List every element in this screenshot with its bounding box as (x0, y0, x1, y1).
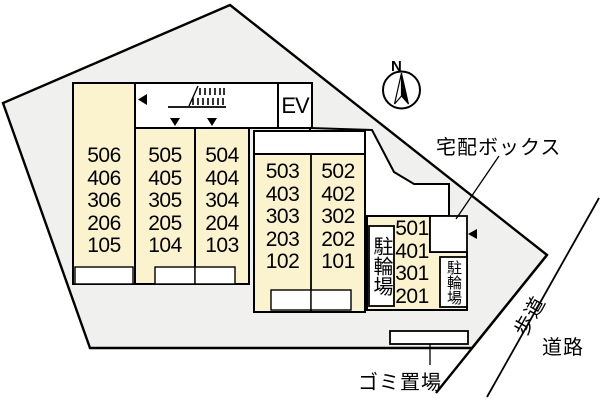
stack-5-block (134, 127, 196, 285)
room-number: 103 (205, 234, 239, 257)
road-edge-line-1 (435, 254, 548, 394)
room-number: 505 (148, 144, 182, 167)
stack-2-numbers: 502 402 302 202 101 (311, 160, 365, 274)
room-number: 405 (148, 166, 182, 190)
room-number: 406 (87, 166, 121, 190)
entrance-arrow-icon (468, 229, 477, 239)
road-edge-line-2 (486, 197, 600, 398)
stack-1-numbers: 501 401 301 201 (393, 217, 431, 309)
room-number: 101 (321, 250, 355, 273)
room-number: 306 (87, 189, 121, 212)
delivery-leader-line (455, 155, 500, 220)
corridor-left-arrow-icon (138, 94, 147, 105)
bike-parking-left-box (368, 225, 395, 307)
room-number: 305 (148, 189, 182, 212)
room-number: 102 (265, 250, 300, 273)
elevator-label: EV (281, 92, 309, 118)
room-number: 502 (321, 160, 355, 183)
stairs-icon (168, 85, 226, 108)
bike-parking-right-label: 駐輪場 (445, 259, 462, 305)
unit-entry-arrow-icon (170, 118, 180, 126)
room-number: 104 (148, 234, 182, 257)
compass-icon (382, 70, 421, 110)
garbage-area-box (389, 330, 469, 345)
delivery-box-unit (429, 215, 468, 253)
stack-4-block (194, 127, 250, 285)
stack-5-numbers: 505 405 305 205 104 (135, 144, 195, 258)
room-number: 206 (87, 211, 121, 235)
north-label: N (391, 58, 402, 75)
room-number: 303 (265, 205, 300, 228)
elevator-box (277, 82, 313, 129)
room-number: 201 (395, 285, 429, 309)
room-number: 204 (205, 211, 239, 235)
room-number: 304 (205, 189, 239, 212)
stack-32-rooms (253, 153, 366, 313)
room-number: 301 (395, 262, 429, 286)
unit-entry-arrow-icon (207, 118, 217, 126)
room-number: 504 (205, 144, 239, 167)
room-number: 403 (265, 182, 300, 206)
entry-porch (310, 289, 352, 311)
room-number: 105 (87, 234, 121, 257)
room-number: 404 (205, 166, 239, 190)
garbage-label: ゴミ置場 (358, 372, 442, 394)
stack-6-numbers: 506 406 306 206 105 (73, 144, 135, 258)
room-number: 202 (321, 227, 355, 251)
bike-parking-left-label: 駐輪場 (370, 236, 392, 296)
stack-4-numbers: 504 404 304 204 103 (195, 144, 249, 258)
bike-parking-right-box (439, 256, 468, 308)
corridor (134, 82, 279, 129)
room-number: 401 (395, 239, 429, 263)
room-number: 205 (148, 211, 182, 235)
room-number: 503 (265, 160, 300, 183)
entry-porch (154, 266, 196, 285)
stack-3-numbers: 503 403 303 203 102 (254, 160, 311, 274)
room-number: 506 (87, 144, 121, 167)
entry-porch (74, 266, 134, 285)
entry-porch (194, 266, 236, 285)
road-label: 道路 (542, 337, 584, 359)
entry-porch (270, 289, 312, 311)
delivery-box-label: 宅配ボックス (436, 137, 562, 159)
room-number: 203 (265, 227, 300, 251)
room-number: 501 (395, 217, 429, 240)
room-number: 402 (321, 182, 355, 206)
room-number: 302 (321, 205, 355, 228)
